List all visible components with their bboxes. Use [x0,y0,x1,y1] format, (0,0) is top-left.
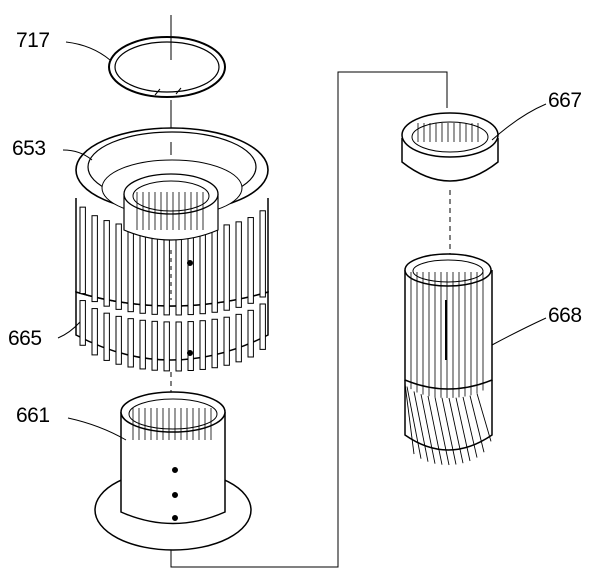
lower-spline-teeth [79,300,266,372]
shaft-spline-teeth [410,272,484,398]
drum-spline-teeth [132,408,212,440]
hub-spline-teeth [136,192,204,230]
helical-gear-teeth [404,383,492,466]
callout-653: 653 [12,137,46,160]
callout-667: 667 [548,89,582,112]
callout-717: 717 [16,29,50,52]
sun-gear-668 [404,253,493,466]
bearing-667 [401,112,499,182]
clutch-housing-653-665 [75,127,269,372]
drum-661 [94,391,252,551]
leader-lines [57,41,547,441]
callout-661: 661 [16,404,50,427]
callout-668: 668 [548,304,582,327]
callout-665: 665 [8,327,42,350]
upper-spline-teeth [79,206,266,316]
bearing-rollers [417,123,479,142]
assembly-bracket [170,71,448,568]
snap-ring-717 [108,36,226,98]
